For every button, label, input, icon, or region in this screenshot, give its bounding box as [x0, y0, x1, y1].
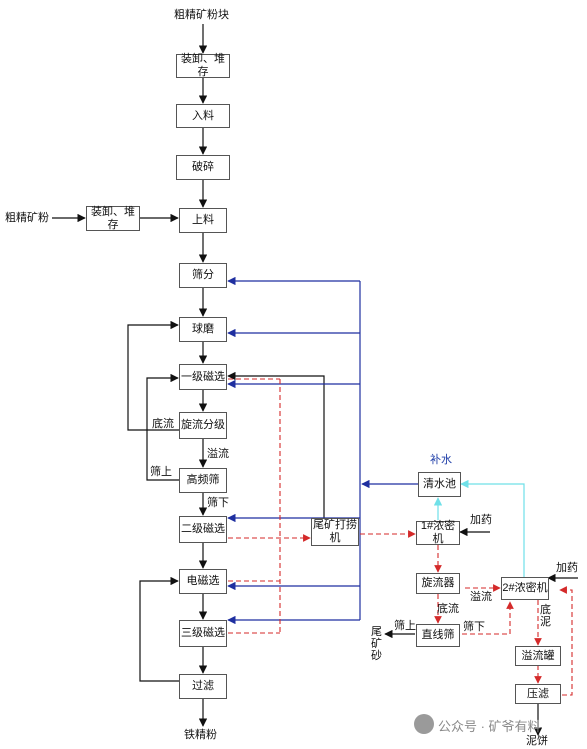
label-mud-cake: 泥饼	[526, 735, 548, 747]
label-overflow-1: 溢流	[207, 448, 229, 460]
tailings-lines	[228, 378, 573, 696]
node-electromagnetic-sep: 电磁选	[179, 569, 227, 594]
node-label: 一级磁选	[181, 370, 225, 383]
node-label: 筛分	[192, 269, 214, 281]
main-flow	[52, 24, 578, 736]
node-cyclone: 旋流器	[416, 573, 460, 594]
node-crushing: 破碎	[176, 155, 230, 180]
node-high-freq-screen: 高频筛	[179, 468, 227, 493]
node-label: 直线筛	[421, 629, 455, 641]
label-tailing-sand: 尾矿砂	[371, 626, 382, 662]
label-undersize-2: 筛下	[463, 621, 485, 633]
node-filtering: 过滤	[179, 674, 227, 699]
watermark-text: 公众号 · 矿爷有料	[438, 719, 541, 734]
node-label: 装卸、堆存	[181, 53, 225, 78]
node-loading-stack-2: 装卸、堆存	[86, 206, 140, 231]
node-loading: 上料	[179, 208, 227, 233]
node-label: 球磨	[192, 323, 214, 335]
node-feeding: 入料	[176, 104, 230, 128]
node-label: 溢流罐	[521, 649, 555, 662]
node-cyclone-classify: 旋流分级	[179, 412, 227, 439]
node-label: 二级磁选	[181, 523, 225, 535]
label-overflow-2: 溢流	[470, 591, 492, 603]
node-mag-sep-3: 三级磁选	[179, 620, 227, 647]
label-makeup-water: 补水	[430, 454, 452, 466]
node-overflow-tank: 溢流罐	[515, 646, 561, 666]
label-undersize-1: 筛下	[207, 497, 229, 509]
node-mag-sep-2: 二级磁选	[179, 516, 227, 543]
node-press-filter: 压滤	[515, 684, 561, 704]
label-oversize-2: 筛上	[394, 620, 416, 632]
label-underflow-1: 底流	[152, 418, 174, 430]
node-label: 压滤	[527, 687, 549, 700]
wechat-logo-icon	[414, 714, 434, 734]
makeup-water-lines	[433, 479, 525, 578]
label-underflow-mud: 底泥	[540, 604, 551, 628]
node-loading-stack-1: 装卸、堆存	[176, 53, 230, 78]
node-label: 破碎	[192, 161, 214, 173]
label-add-reagent-1: 加药	[470, 514, 492, 526]
node-label: 电磁选	[186, 575, 220, 587]
return-water-lines	[227, 276, 418, 625]
node-label: 清水池	[423, 478, 456, 490]
node-label: 高频筛	[186, 474, 220, 486]
node-label: 上料	[192, 214, 214, 226]
node-ball-mill: 球磨	[179, 317, 227, 342]
node-label: 装卸、堆存	[91, 205, 135, 231]
node-thickener-1: 1#浓密机	[416, 520, 460, 545]
node-label: 尾矿打捞机	[313, 519, 357, 544]
label-iron-concentrate: 铁精粉	[184, 729, 217, 741]
node-label: 过滤	[192, 680, 214, 692]
node-label: 1#浓密机	[420, 520, 456, 545]
node-label: 旋流分级	[181, 419, 225, 431]
node-screening: 筛分	[179, 263, 227, 288]
label-underflow-2: 底流	[437, 603, 459, 615]
node-mag-sep-1: 一级磁选	[179, 364, 227, 390]
node-tailings-dredger: 尾矿打捞机	[311, 518, 359, 546]
label-oversize-1: 筛上	[150, 466, 172, 478]
label-raw-ore-lump: 粗精矿粉块	[174, 9, 229, 21]
label-add-reagent-2: 加药	[556, 562, 578, 574]
node-clear-water-pool: 清水池	[418, 472, 461, 497]
node-label: 2#浓密机	[502, 582, 548, 594]
node-linear-screen: 直线筛	[416, 624, 460, 647]
node-label: 三级磁选	[181, 627, 225, 639]
node-label: 旋流器	[421, 577, 455, 589]
node-label: 入料	[192, 109, 214, 122]
label-raw-ore-powder: 粗精矿粉	[5, 212, 49, 224]
node-thickener-2: 2#浓密机	[501, 577, 549, 600]
